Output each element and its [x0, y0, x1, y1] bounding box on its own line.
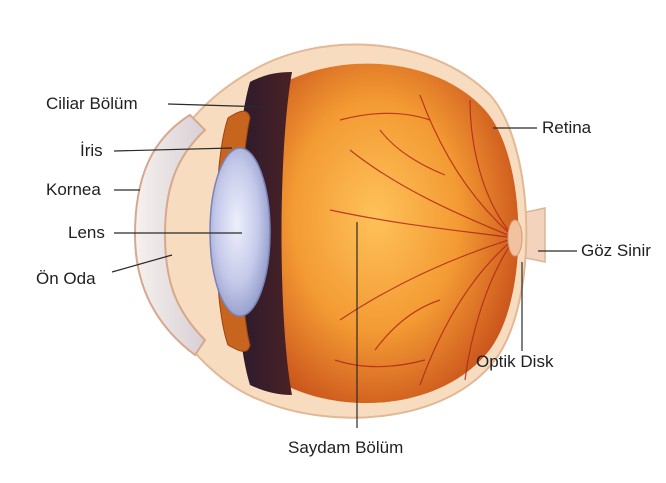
- label-retina: Retina: [542, 118, 591, 138]
- optic-disk-mark: [508, 220, 522, 256]
- label-kornea: Kornea: [46, 180, 101, 200]
- label-goz-siniri: Göz Sinir: [581, 241, 651, 261]
- label-optik-disk: Optik Disk: [476, 352, 553, 372]
- label-iris: İris: [80, 141, 103, 161]
- label-saydam-bolum: Saydam Bölüm: [288, 438, 403, 458]
- label-ciliar-bolum: Ciliar Bölüm: [46, 94, 138, 114]
- label-on-oda: Ön Oda: [36, 269, 96, 289]
- lens: [210, 148, 270, 316]
- label-lens: Lens: [68, 223, 105, 243]
